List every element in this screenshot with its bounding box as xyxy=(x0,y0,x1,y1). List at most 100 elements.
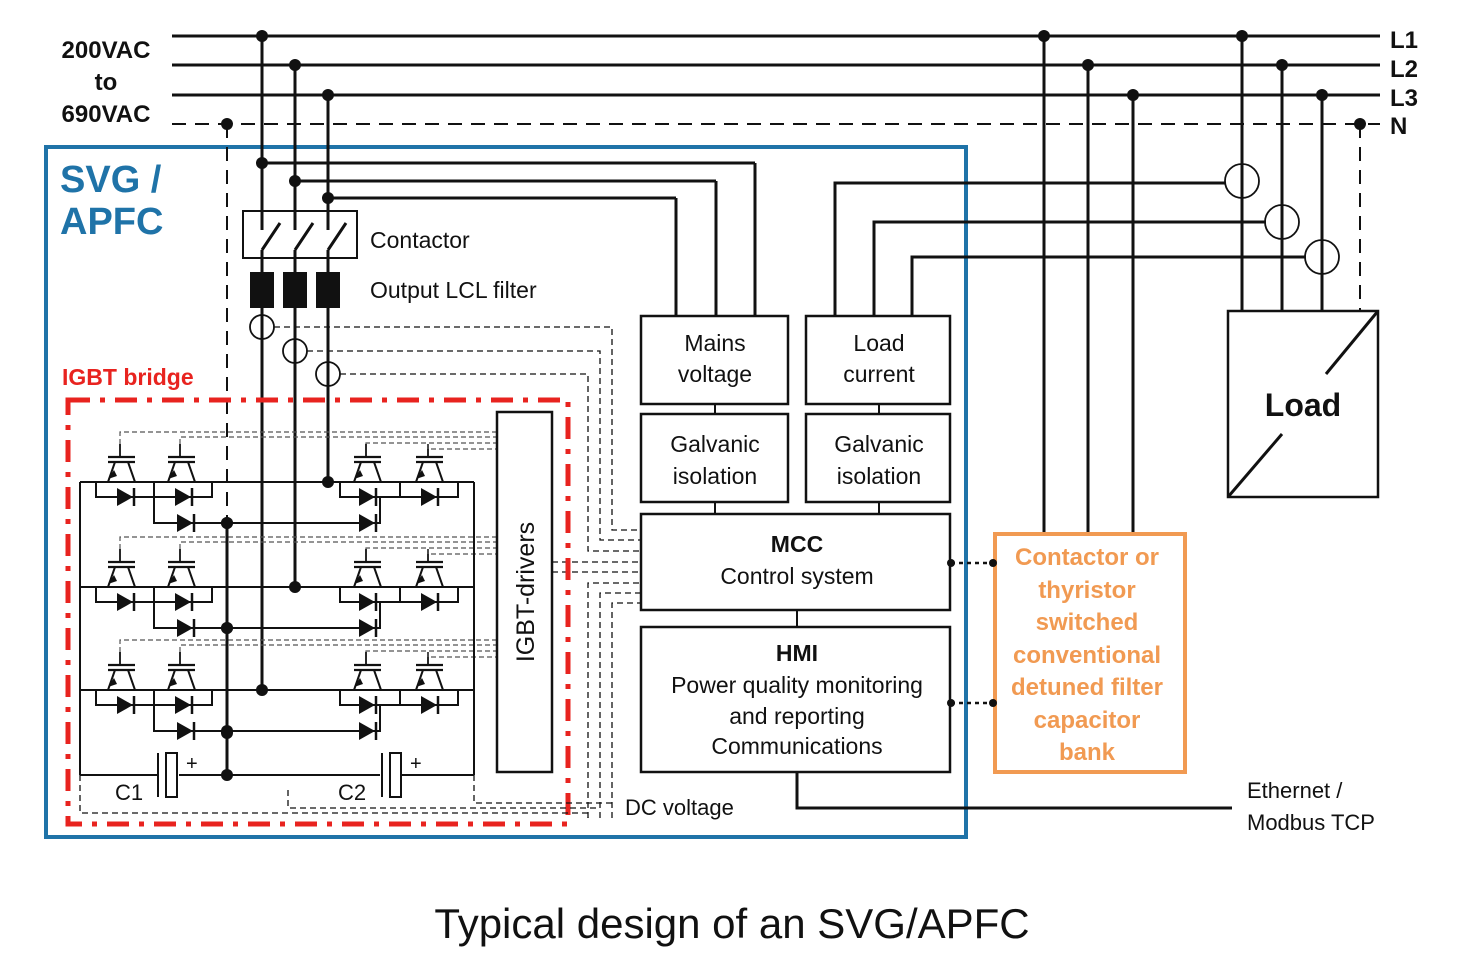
capacitor-bank-line-6: capacitor xyxy=(1034,707,1141,734)
igbt-emitter xyxy=(167,669,176,691)
gate-signal-line xyxy=(365,442,497,444)
load-label: Load xyxy=(1265,387,1341,423)
igbt-collector xyxy=(127,669,136,691)
diode-icon xyxy=(117,696,133,714)
comm-label-1: Ethernet / xyxy=(1247,778,1343,803)
igbt-arrow xyxy=(354,470,363,479)
igbt-drivers-label: IGBT-drivers xyxy=(512,522,540,662)
phase-label-n: N xyxy=(1390,113,1407,140)
mains-voltage-block xyxy=(639,314,790,406)
igbt-arrow xyxy=(416,575,425,584)
ethernet-line xyxy=(795,772,1232,810)
gate-signal-line xyxy=(119,639,497,652)
svg-phase-taps xyxy=(221,30,757,530)
diode-icon xyxy=(359,722,375,740)
galvanic-isolation-1-label-2: isolation xyxy=(673,463,757,489)
igbt-bridge-label: IGBT bridge xyxy=(62,364,194,390)
mcc-subtitle: Control system xyxy=(720,563,873,589)
dc-link xyxy=(79,482,612,818)
diode-icon xyxy=(421,593,437,611)
sensor-signal-lines xyxy=(274,326,640,818)
igbt-bridge-circuit xyxy=(80,431,497,740)
control-links xyxy=(947,559,997,707)
igbt-arrow xyxy=(416,678,425,687)
igbt-emitter xyxy=(353,461,362,483)
gate-signal-line xyxy=(365,547,497,549)
hmi-title: HMI xyxy=(776,640,818,666)
capacitor-c2-plate xyxy=(389,752,402,798)
igbt-collector xyxy=(187,566,196,588)
load-ct-lines xyxy=(833,163,1340,316)
diode-icon xyxy=(117,488,133,506)
voltage-label-from: 200VAC xyxy=(62,37,151,64)
gate-signal-line xyxy=(119,431,497,444)
diode-icon xyxy=(177,514,193,532)
igbt-collector xyxy=(435,566,444,588)
supply-bus xyxy=(172,34,1380,125)
igbt-arrow xyxy=(168,678,177,687)
igbt-emitter xyxy=(353,566,362,588)
output-conductors xyxy=(249,308,341,696)
lcl-filter-label: Output LCL filter xyxy=(370,277,537,303)
diode-icon xyxy=(359,696,375,714)
capacitor-bank-line-5: detuned filter xyxy=(1011,674,1163,701)
galvanic-isolation-2-label-2: isolation xyxy=(837,463,921,489)
igbt-collector xyxy=(373,461,382,483)
capacitor-bank-line-3: switched xyxy=(1036,609,1139,636)
capacitor-c2-polarity: + xyxy=(410,753,422,775)
diode-icon xyxy=(175,696,191,714)
diode-icon xyxy=(421,488,437,506)
igbt-arrow xyxy=(416,470,425,479)
phase-label-l2: L2 xyxy=(1390,56,1418,83)
capacitor-c1-polarity: + xyxy=(186,753,198,775)
load-feeders xyxy=(1236,30,1366,311)
mains-voltage-label-1: Mains xyxy=(684,330,745,356)
igbt-collector xyxy=(373,566,382,588)
dc-voltage-label: DC voltage xyxy=(625,795,734,820)
capacitor-bank-line-2: thyristor xyxy=(1038,577,1135,604)
gate-signal-line xyxy=(427,444,497,450)
gate-signal-line xyxy=(179,436,497,444)
diode-icon xyxy=(177,619,193,637)
diode-icon xyxy=(117,593,133,611)
hmi-line-3: Communications xyxy=(711,733,882,759)
capacitor-c1-label: C1 xyxy=(115,780,143,805)
igbt-drivers-block xyxy=(495,410,554,774)
diode-icon xyxy=(359,619,375,637)
capacitor-bank-block xyxy=(993,532,1187,774)
clamp-diode-path xyxy=(153,602,381,629)
igbt-emitter xyxy=(415,566,424,588)
galvanic-isolation-2-label-1: Galvanic xyxy=(834,431,923,457)
igbt-arrow xyxy=(354,678,363,687)
igbt-arrow xyxy=(354,575,363,584)
capacitor-bank-feeders xyxy=(1038,30,1139,534)
igbt-emitter xyxy=(107,461,116,483)
load-current-label-1: Load xyxy=(853,330,904,356)
galvanic-isolation-1-label-1: Galvanic xyxy=(670,431,759,457)
clamp-diode-path xyxy=(153,705,381,732)
comm-label-2: Modbus TCP xyxy=(1247,810,1375,835)
gate-signal-line xyxy=(119,536,497,549)
igbt-emitter xyxy=(107,566,116,588)
hmi-line-1: Power quality monitoring xyxy=(671,672,923,698)
galvanic-isolation-voltage-block xyxy=(639,412,790,504)
mains-voltage-label-2: voltage xyxy=(678,361,752,387)
gate-signal-line xyxy=(427,652,497,658)
mcc-control-block xyxy=(639,512,952,612)
diode-icon xyxy=(359,593,375,611)
igbt-collector xyxy=(373,669,382,691)
voltage-label-max: 690VAC xyxy=(62,101,151,128)
capacitor-c1-plate xyxy=(165,752,178,798)
diode-icon xyxy=(359,514,375,532)
gate-signal-line xyxy=(179,541,497,549)
gate-signal-line xyxy=(365,650,497,652)
svg-apfc-title-line1: SVG / xyxy=(60,159,162,201)
contactor-label: Contactor xyxy=(370,227,470,253)
diode-icon xyxy=(359,488,375,506)
clamp-diode-path xyxy=(153,497,381,524)
diode-icon xyxy=(177,722,193,740)
igbt-arrow xyxy=(168,575,177,584)
diode-icon xyxy=(175,488,191,506)
capacitor-bank-line-1: Contactor or xyxy=(1015,544,1159,571)
